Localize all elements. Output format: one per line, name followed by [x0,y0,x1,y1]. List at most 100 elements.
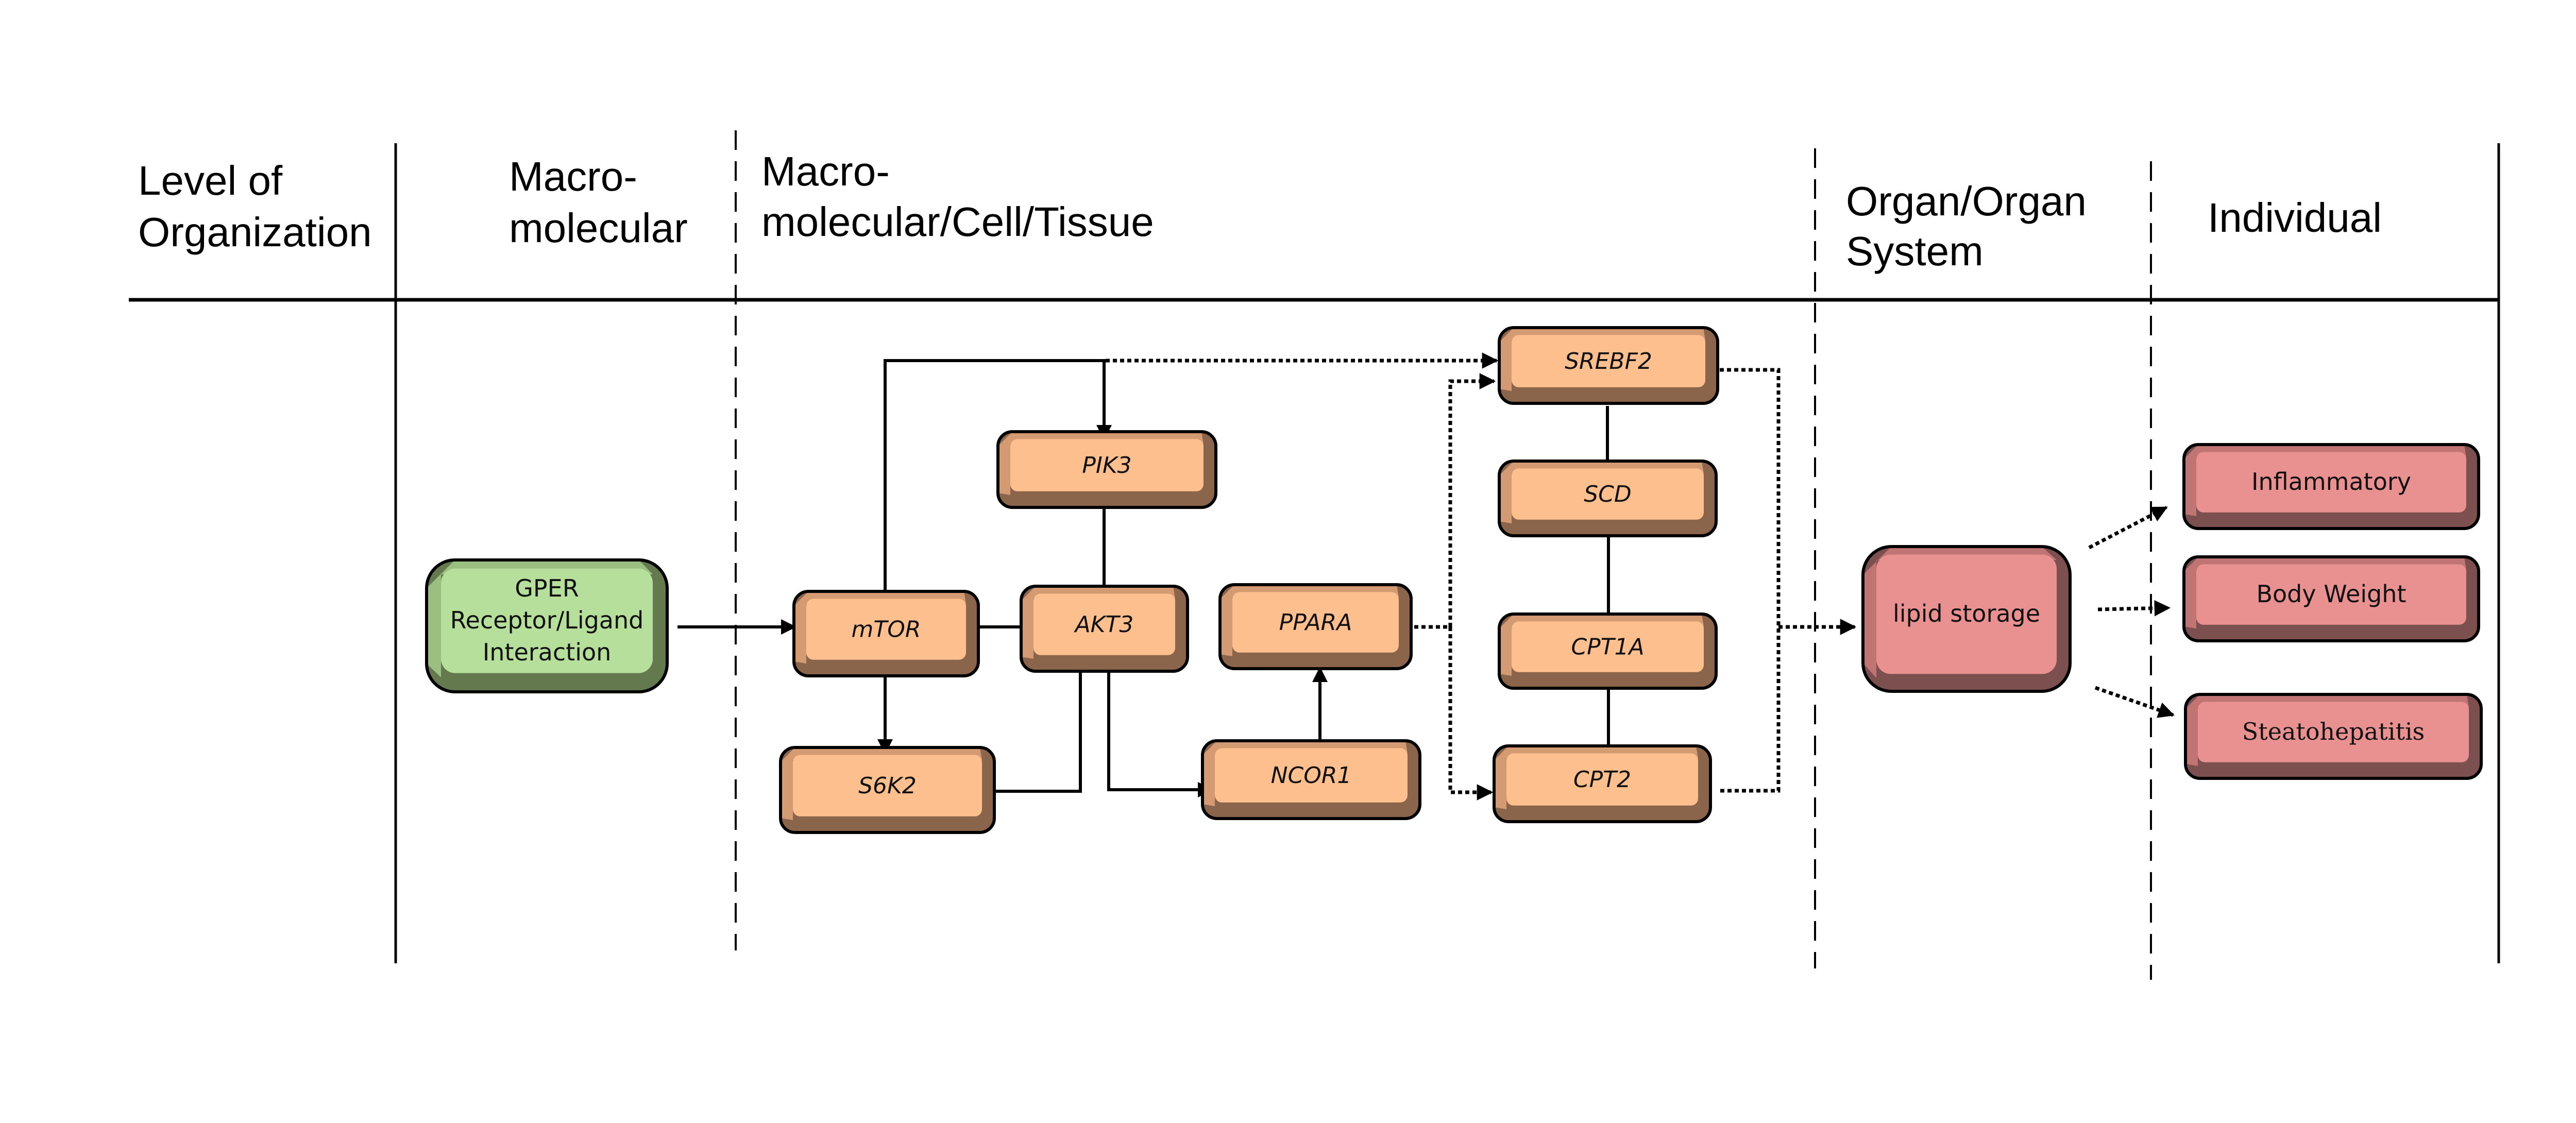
node-srebf2: SREBF2 [1498,326,1719,405]
node-bevel-light [1499,461,1704,523]
node-bevel-light [794,591,966,663]
node-label-line: Steatohepatitis [2242,718,2425,745]
node-cpt1a: CPT1A [1498,612,1718,690]
node-label: NCOR1 [1271,762,1352,789]
node-border [779,746,996,834]
node-bevel-light [1494,746,1698,809]
header-cell-tissue: Macro- molecular/Cell/Tissue [761,148,1154,245]
node-bevel-light [998,432,1204,495]
node-face [2198,702,2469,762]
node-label-line: lipid storage [1893,600,2040,627]
node-face [2196,452,2466,513]
node-label: PIK3 [1082,452,1131,479]
header: Level of Organization Macro- molecular M… [138,148,2382,274]
node-border [1498,612,1718,690]
header-macromolecular: Macro- molecular [509,154,688,251]
edge-akt3-s6k2 [971,666,1082,799]
node-face [1512,468,1704,520]
node-border [425,558,669,693]
column-grid [129,130,2500,980]
node-bevel-light [1220,585,1399,656]
node-face [441,568,653,673]
node-label-line: CPT1A [1571,634,1644,660]
node-face [1506,753,1698,806]
node-label: CPT2 [1573,767,1631,793]
edge-lipid-inflammatory [2088,505,2168,550]
node-bevel-light [2184,445,2466,516]
node-label: CPT1A [1571,634,1644,660]
header-level-of-organization: Level of Organization [138,158,372,255]
node-face [2196,564,2466,625]
node-face [1010,439,1204,491]
node-label: SCD [1584,481,1632,507]
node-label-line: Interaction [483,638,612,666]
node-label-line: Inflammatory [2251,468,2411,496]
node-inflammatory: Inflammatory [2182,443,2480,530]
node-label: lipid storage [1893,600,2040,627]
node-face [1512,335,1705,387]
edge-mtor-pik3 [884,359,1112,591]
node-label: Inflammatory [2251,468,2411,496]
node-ncor1: NCOR1 [1201,739,1421,820]
node-label: Steatohepatitis [2242,718,2425,745]
node-border [996,430,1217,509]
node-pik3: PIK3 [996,430,1217,509]
edge-srebf2-lipid [1720,368,1781,793]
node-label: S6K2 [858,773,917,799]
node-cpt2: CPT2 [1493,744,1712,823]
node-label-line: PIK3 [1082,452,1131,479]
node-label-line: SREBF2 [1565,348,1652,375]
edge-lipid-bodyweight [2097,600,2171,617]
node-label: Body Weight [2256,580,2406,608]
node-face [1512,621,1704,672]
node-border [1201,739,1421,820]
header-individual: Individual [2208,195,2382,241]
node-label-line: PPARA [1279,609,1352,636]
node-label-line: AKT3 [1074,611,1134,638]
edge-ppara-srebf2 [1448,373,1496,627]
node-face [1876,554,2057,674]
node-label-line: NCOR1 [1271,762,1352,789]
node-border [1020,585,1189,673]
node-bevel-light [1021,586,1175,659]
node-label-line: mTOR [852,616,921,642]
node-lipid-storage: lipid storage [1861,545,2072,693]
edge-ppara-cpt2 [1448,627,1494,801]
node-border [1493,744,1712,823]
node-face [793,755,982,816]
node-label-line: Receptor/Ligand [450,606,644,634]
edges [677,352,2175,801]
node-border [2182,443,2480,530]
node-border [1498,460,1718,537]
node-bevel-light [1499,328,1705,391]
node-scd: SCD [1498,460,1718,537]
node-bevel-light [781,747,982,820]
node-ppara: PPARA [1218,583,1413,670]
node-mtor: mTOR [792,590,980,677]
header-organ-system: Organ/Organ System [1846,178,2098,274]
node-label-line: CPT2 [1573,767,1631,793]
node-border [2184,693,2483,780]
edge-lipid-steatohepatitis [2094,686,2175,718]
node-border [792,590,980,677]
node-border [1861,545,2072,693]
node-label: PPARA [1279,609,1352,636]
node-bevel-light [1202,741,1408,806]
node-label-line: GPER [515,574,579,602]
node-face [1033,593,1175,655]
node-border [1218,583,1413,670]
node-bevel-light [2185,694,2469,766]
node-label: AKT3 [1074,611,1134,638]
node-label-line: SCD [1584,481,1632,507]
node-steatohepatitis: Steatohepatitis [2184,693,2483,780]
node-face [806,599,966,660]
edge-akt3-ncor1 [1107,665,1213,797]
node-label: mTOR [852,616,921,642]
node-label-line: Body Weight [2256,580,2406,608]
node-body-weight: Body Weight [2182,555,2480,642]
node-border [1498,326,1719,405]
